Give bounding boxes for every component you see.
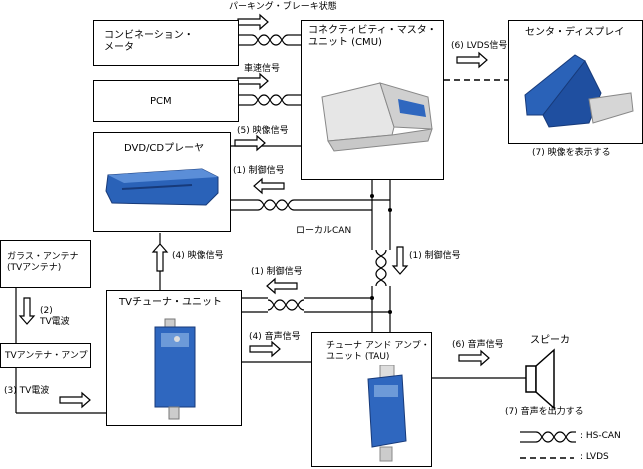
control-signal-dvd-label: (1) 制御信号 [233, 166, 285, 176]
box-glass-antenna: ガラス・アンテナ (TVアンテナ) [0, 240, 91, 288]
arrow-control-tv [266, 277, 298, 295]
center-display-image [524, 54, 634, 128]
audio-signal-6-label: (6) 音声信号 [452, 340, 504, 350]
box-center-display: センタ・ディスプレイ [508, 20, 643, 144]
legend-hs-can-label: : HS-CAN [580, 431, 621, 441]
audio-signal-4-label: (4) 音声信号 [249, 332, 301, 342]
arrow-video-5 [234, 134, 266, 152]
dvd-player-label: DVD/CDプレーヤ [124, 143, 205, 154]
arrow-control-bus [391, 246, 409, 275]
tv-tuner-unit-image [154, 318, 196, 420]
center-display-label: センタ・ディスプレイ [525, 27, 625, 38]
speaker-icon [525, 348, 555, 410]
combination-meter-label: コンビネーション・ メータ [104, 30, 194, 53]
vehicle-speed-signal-label: 車速信号 [244, 64, 281, 74]
box-tv-tuner: TVチューナ・ユニット [106, 290, 242, 426]
legend-lvds-label: : LVDS [580, 452, 609, 462]
box-dvd-player: DVD/CDプレーヤ [93, 132, 231, 232]
tv-tuner-label: TVチューナ・ユニット [119, 297, 222, 308]
arrow-audio-4 [249, 340, 281, 358]
can-link-tv-tuner [242, 297, 390, 313]
tv-antenna-amp-label: TVアンテナ・アンプ [5, 351, 88, 361]
legend-hs-can-symbol [520, 431, 576, 443]
can-link-dvd [231, 199, 390, 211]
signal-arrows [18, 13, 490, 409]
video-signal-4-label: (4) 映像信号 [172, 251, 224, 261]
arrow-audio-6 [458, 349, 490, 367]
arrow-tv-wave-3 [59, 391, 91, 409]
pcm-label: PCM [150, 96, 172, 107]
local-can-label: ローカルCAN [296, 226, 352, 236]
tv-wave-3-label: (3) TV電波 [4, 386, 50, 396]
show-video-label: (7) 映像を表示する [532, 148, 611, 158]
arrow-parking-brake [237, 13, 269, 31]
box-pcm: PCM [93, 80, 239, 122]
parking-brake-signal-label: パーキング・ブレーキ状態 [229, 2, 337, 12]
box-cmu: コネクティビティ・マスタ・ ユニット (CMU) [301, 20, 444, 180]
arrow-video-4-up [151, 243, 169, 272]
arrow-tv-wave-2 [18, 297, 36, 325]
arrow-vehicle-speed [237, 72, 269, 90]
tv-wave-2-label: (2) TV電波 [40, 306, 70, 327]
cmu-unit-image [321, 82, 433, 152]
tau-unit-image [367, 365, 407, 462]
local-can-bus [370, 180, 392, 332]
control-signal-bus-label: (1) 制御信号 [409, 251, 461, 261]
control-signal-tv-label: (1) 制御信号 [251, 267, 303, 277]
glass-antenna-label: ガラス・アンテナ (TVアンテナ) [7, 252, 79, 273]
arrow-control-dvd [253, 177, 285, 195]
arrow-lvds [456, 51, 488, 69]
can-link-meter-cmu [239, 34, 301, 46]
box-combination-meter: コンビネーション・ メータ [93, 20, 239, 66]
speaker-label: スピーカ [530, 335, 570, 346]
box-tv-antenna-amp: TVアンテナ・アンプ [0, 343, 91, 368]
box-tau: チューナ アンド アンプ・ ユニット (TAU) [311, 332, 432, 467]
can-link-pcm-cmu [239, 94, 301, 106]
cmu-label: コネクティビティ・マスタ・ ユニット (CMU) [308, 25, 437, 48]
video-signal-5-label: (5) 映像信号 [237, 126, 289, 136]
tau-label: チューナ アンド アンプ・ ユニット (TAU) [326, 341, 430, 362]
dvd-unit-image [105, 168, 219, 206]
output-audio-label: (7) 音声を出力する [505, 407, 584, 417]
lvds-signal-label: (6) LVDS信号 [451, 41, 508, 51]
